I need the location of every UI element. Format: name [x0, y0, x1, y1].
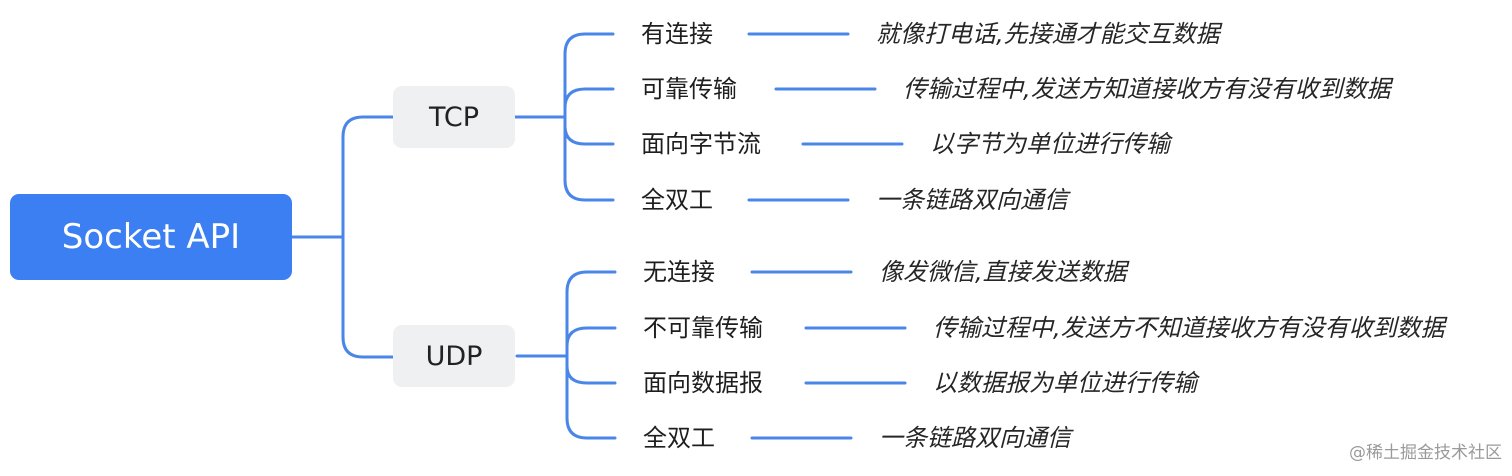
leaf-description-tcp-3[interactable]: 以字节为单位进行传输	[930, 130, 1170, 158]
branch-node-udp[interactable]: UDP	[393, 325, 515, 387]
leaf-node-udp-2[interactable]: 不可靠传输	[643, 314, 763, 342]
leaf-node-tcp-1[interactable]: 有连接	[641, 20, 713, 48]
root-node[interactable]: Socket API	[10, 194, 292, 280]
connector-tcp-item-2	[563, 87, 615, 110]
leaf-node-tcp-4[interactable]: 全双工	[641, 186, 713, 214]
leaf-node-udp-3[interactable]: 面向数据报	[643, 369, 763, 397]
leaf-node-tcp-3[interactable]: 面向字节流	[641, 130, 761, 158]
branch-node-tcp[interactable]: TCP	[393, 86, 515, 148]
leaf-node-udp-4[interactable]: 全双工	[643, 424, 715, 452]
branch-label: TCP	[428, 101, 480, 133]
leaf-description-udp-3[interactable]: 以数据报为单位进行传输	[933, 369, 1197, 397]
connector-tcp-item-3	[563, 124, 615, 146]
leaf-description-tcp-2[interactable]: 传输过程中,发送方知道接收方有没有收到数据	[903, 75, 1391, 103]
connector-udp-item-3	[565, 364, 617, 385]
connector-root-spine	[290, 115, 365, 359]
branch-label: UDP	[425, 340, 483, 372]
connector-udp-item-2	[565, 326, 617, 348]
leaf-description-udp-1[interactable]: 像发微信,直接发送数据	[879, 258, 1127, 286]
connector-udp-spine	[515, 270, 589, 440]
leaf-description-tcp-4[interactable]: 一条链路双向通信	[876, 186, 1068, 214]
watermark: @稀土掘金技术社区	[1349, 443, 1502, 463]
connector-tcp-spine	[513, 32, 587, 202]
root-label: Socket API	[61, 217, 241, 257]
leaf-node-tcp-2[interactable]: 可靠传输	[641, 75, 737, 103]
leaf-description-udp-2[interactable]: 传输过程中,发送方不知道接收方有没有收到数据	[933, 314, 1445, 342]
leaf-description-udp-4[interactable]: 一条链路双向通信	[879, 424, 1071, 452]
leaf-description-tcp-1[interactable]: 就像打电话,先接通才能交互数据	[876, 20, 1220, 48]
leaf-node-udp-1[interactable]: 无连接	[643, 258, 715, 286]
